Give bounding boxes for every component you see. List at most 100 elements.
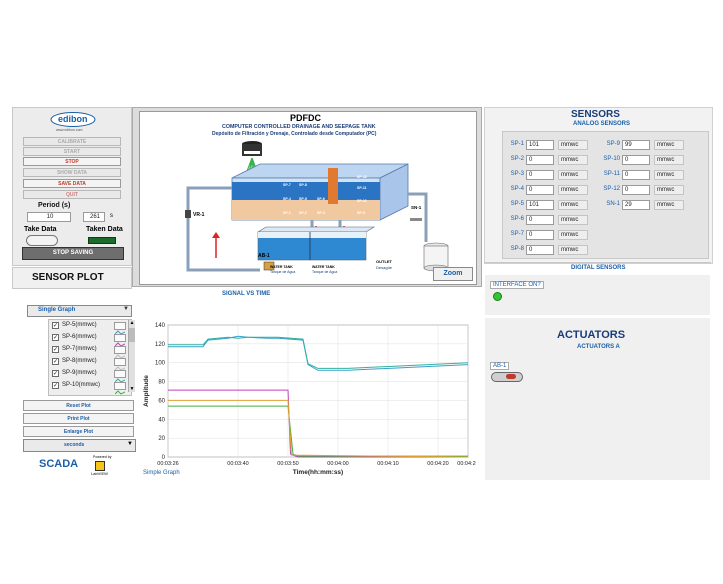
graph-mode-value: Single Graph bbox=[38, 307, 76, 313]
sensor-name: SN-1 bbox=[606, 201, 620, 207]
edibon-logo-text: edibon bbox=[58, 114, 88, 124]
period-label: Period (s) bbox=[38, 202, 71, 209]
stop-saving-button[interactable]: STOP SAVING bbox=[22, 247, 124, 260]
legend-swatch[interactable] bbox=[114, 334, 126, 347]
sensor-value: 101 bbox=[526, 140, 554, 150]
sensor-unit: mmwc bbox=[558, 230, 588, 240]
legend-swatch[interactable] bbox=[114, 346, 126, 359]
save-data-button[interactable]: SAVE DATA bbox=[23, 179, 121, 188]
drenaje-label: Desagüe bbox=[376, 265, 393, 270]
sensor-name: SP-12 bbox=[603, 186, 620, 192]
stop-button[interactable]: STOP bbox=[23, 157, 121, 166]
sensor-name: SP-8 bbox=[510, 246, 524, 252]
sensor-unit: mmwc bbox=[558, 155, 588, 165]
x-axis-label: Time(hh:mm:ss) bbox=[293, 469, 343, 476]
sensor-value: 99 bbox=[622, 140, 650, 150]
legend-checkbox[interactable]: ✓ bbox=[52, 358, 59, 365]
legend-item-label: SP-10(mmwc) bbox=[62, 382, 101, 388]
sensor-unit: mmwc bbox=[654, 140, 684, 150]
sensor-unit: mmwc bbox=[654, 155, 684, 165]
sensor-name: SP-4 bbox=[510, 186, 524, 192]
tanque-2-label: Tanque de Agua bbox=[312, 270, 338, 274]
sensor-value: 0 bbox=[526, 215, 554, 225]
enlarge-plot-button[interactable]: Enlarge Plot bbox=[23, 426, 134, 437]
sensor-name: SP-3 bbox=[510, 171, 524, 177]
y-tick-label: 40 bbox=[158, 417, 165, 423]
diagram-sensor-label: SP-2 bbox=[299, 211, 307, 215]
ab1-toggle-knob bbox=[506, 374, 516, 379]
diagram-sensor-label: SP-11 bbox=[357, 186, 367, 190]
sensor-value: 29 bbox=[622, 200, 650, 210]
legend-checkbox[interactable]: ✓ bbox=[52, 370, 59, 377]
period-input[interactable]: 10 bbox=[27, 212, 71, 222]
legend-checkbox[interactable]: ✓ bbox=[52, 322, 59, 329]
sensor-value: 0 bbox=[622, 170, 650, 180]
plot-area bbox=[167, 324, 469, 458]
sn1-label: SN-1 bbox=[411, 205, 422, 210]
show-data-button[interactable]: SHOW DATA bbox=[23, 168, 121, 177]
digital-divider bbox=[484, 262, 711, 263]
legend-swatch[interactable] bbox=[114, 370, 126, 383]
sensor-name: SP-7 bbox=[510, 231, 524, 237]
series-line bbox=[168, 336, 469, 369]
powered-by-text: Powered by bbox=[93, 455, 112, 459]
series-line bbox=[168, 389, 468, 458]
feed-tank-label: FEED TANK bbox=[244, 150, 260, 154]
vr1-label: VR-1 bbox=[193, 212, 205, 218]
legend-checkbox[interactable]: ✓ bbox=[52, 382, 59, 389]
y-tick-label: 120 bbox=[155, 342, 166, 348]
sensor-plot-title: SENSOR PLOT bbox=[32, 272, 104, 283]
series-line bbox=[168, 335, 469, 371]
chevron-down-icon: ▼ bbox=[127, 441, 133, 447]
diagram-sensor-label: SP-8 bbox=[299, 183, 307, 187]
diagram-sensor-label: SP-12 bbox=[357, 175, 367, 179]
sensors-title: SENSORS bbox=[571, 109, 620, 120]
reset-plot-button[interactable]: Reset Plot bbox=[23, 400, 134, 411]
diagram-sensor-label: SP-3 bbox=[317, 211, 325, 215]
legend-checkbox[interactable]: ✓ bbox=[52, 346, 59, 353]
calibrate-button[interactable]: CALIBRATE bbox=[23, 137, 121, 146]
tanque-1-label: Tanque de Agua bbox=[270, 270, 296, 274]
scroll-down-icon: ▼ bbox=[129, 386, 135, 392]
units-select-value: seconds bbox=[64, 442, 85, 448]
diagram-subtitle-2: Depósito de Filtración y Drenaje, Contro… bbox=[212, 131, 377, 137]
actuators-title: ACTUATORS bbox=[557, 329, 626, 341]
interface-on-label: INTERFACE ON? bbox=[490, 281, 544, 289]
sensor-name: SP-11 bbox=[603, 171, 620, 177]
legend-swatch[interactable] bbox=[114, 358, 126, 371]
ab1-toggle[interactable] bbox=[491, 372, 523, 382]
legend-scrollbar[interactable]: ▲ ▼ bbox=[128, 320, 135, 392]
legend-swatch[interactable] bbox=[114, 322, 126, 335]
diagram-sensor-label: SP-4 bbox=[283, 197, 291, 201]
units-select[interactable]: seconds ▼ bbox=[23, 439, 136, 452]
interface-led bbox=[493, 292, 502, 301]
print-plot-button[interactable]: Print Plot bbox=[23, 413, 134, 424]
scroll-up-icon: ▲ bbox=[129, 320, 135, 326]
legend-line-icon bbox=[114, 330, 126, 335]
legend-swatch[interactable] bbox=[114, 382, 126, 395]
sensor-unit: mmwc bbox=[558, 140, 588, 150]
graph-mode-select[interactable]: Single Graph ▼ bbox=[27, 305, 132, 317]
y-tick-label: 100 bbox=[155, 361, 166, 367]
sensor-unit: mmwc bbox=[558, 185, 588, 195]
quit-button[interactable]: QUIT bbox=[23, 190, 121, 199]
take-data-toggle[interactable] bbox=[26, 235, 58, 246]
diagram-sensor-label: SP-5 bbox=[299, 197, 307, 201]
scada-logo: SCADA bbox=[39, 458, 79, 470]
process-diagram bbox=[185, 141, 449, 272]
legend-checkbox[interactable]: ✓ bbox=[52, 334, 59, 341]
zoom-button[interactable]: Zoom bbox=[433, 267, 473, 281]
count-unit: s bbox=[110, 213, 113, 219]
start-button[interactable]: START bbox=[23, 147, 121, 156]
sensor-unit: mmwc bbox=[558, 215, 588, 225]
outlet-label: OUTLET bbox=[376, 259, 392, 264]
footer-mode-label: Simple Graph bbox=[143, 470, 180, 476]
chart-title: SIGNAL VS TIME bbox=[222, 291, 271, 297]
y-tick-label: 20 bbox=[158, 436, 165, 442]
sensor-unit: mmwc bbox=[558, 245, 588, 255]
analog-sensors-title: ANALOG SENSORS bbox=[573, 121, 631, 127]
x-tick-label: 00:03:50 bbox=[277, 461, 298, 467]
sensor-name: SP-10 bbox=[603, 156, 620, 162]
y-tick-label: 140 bbox=[155, 323, 166, 329]
sensor-value: 0 bbox=[622, 185, 650, 195]
